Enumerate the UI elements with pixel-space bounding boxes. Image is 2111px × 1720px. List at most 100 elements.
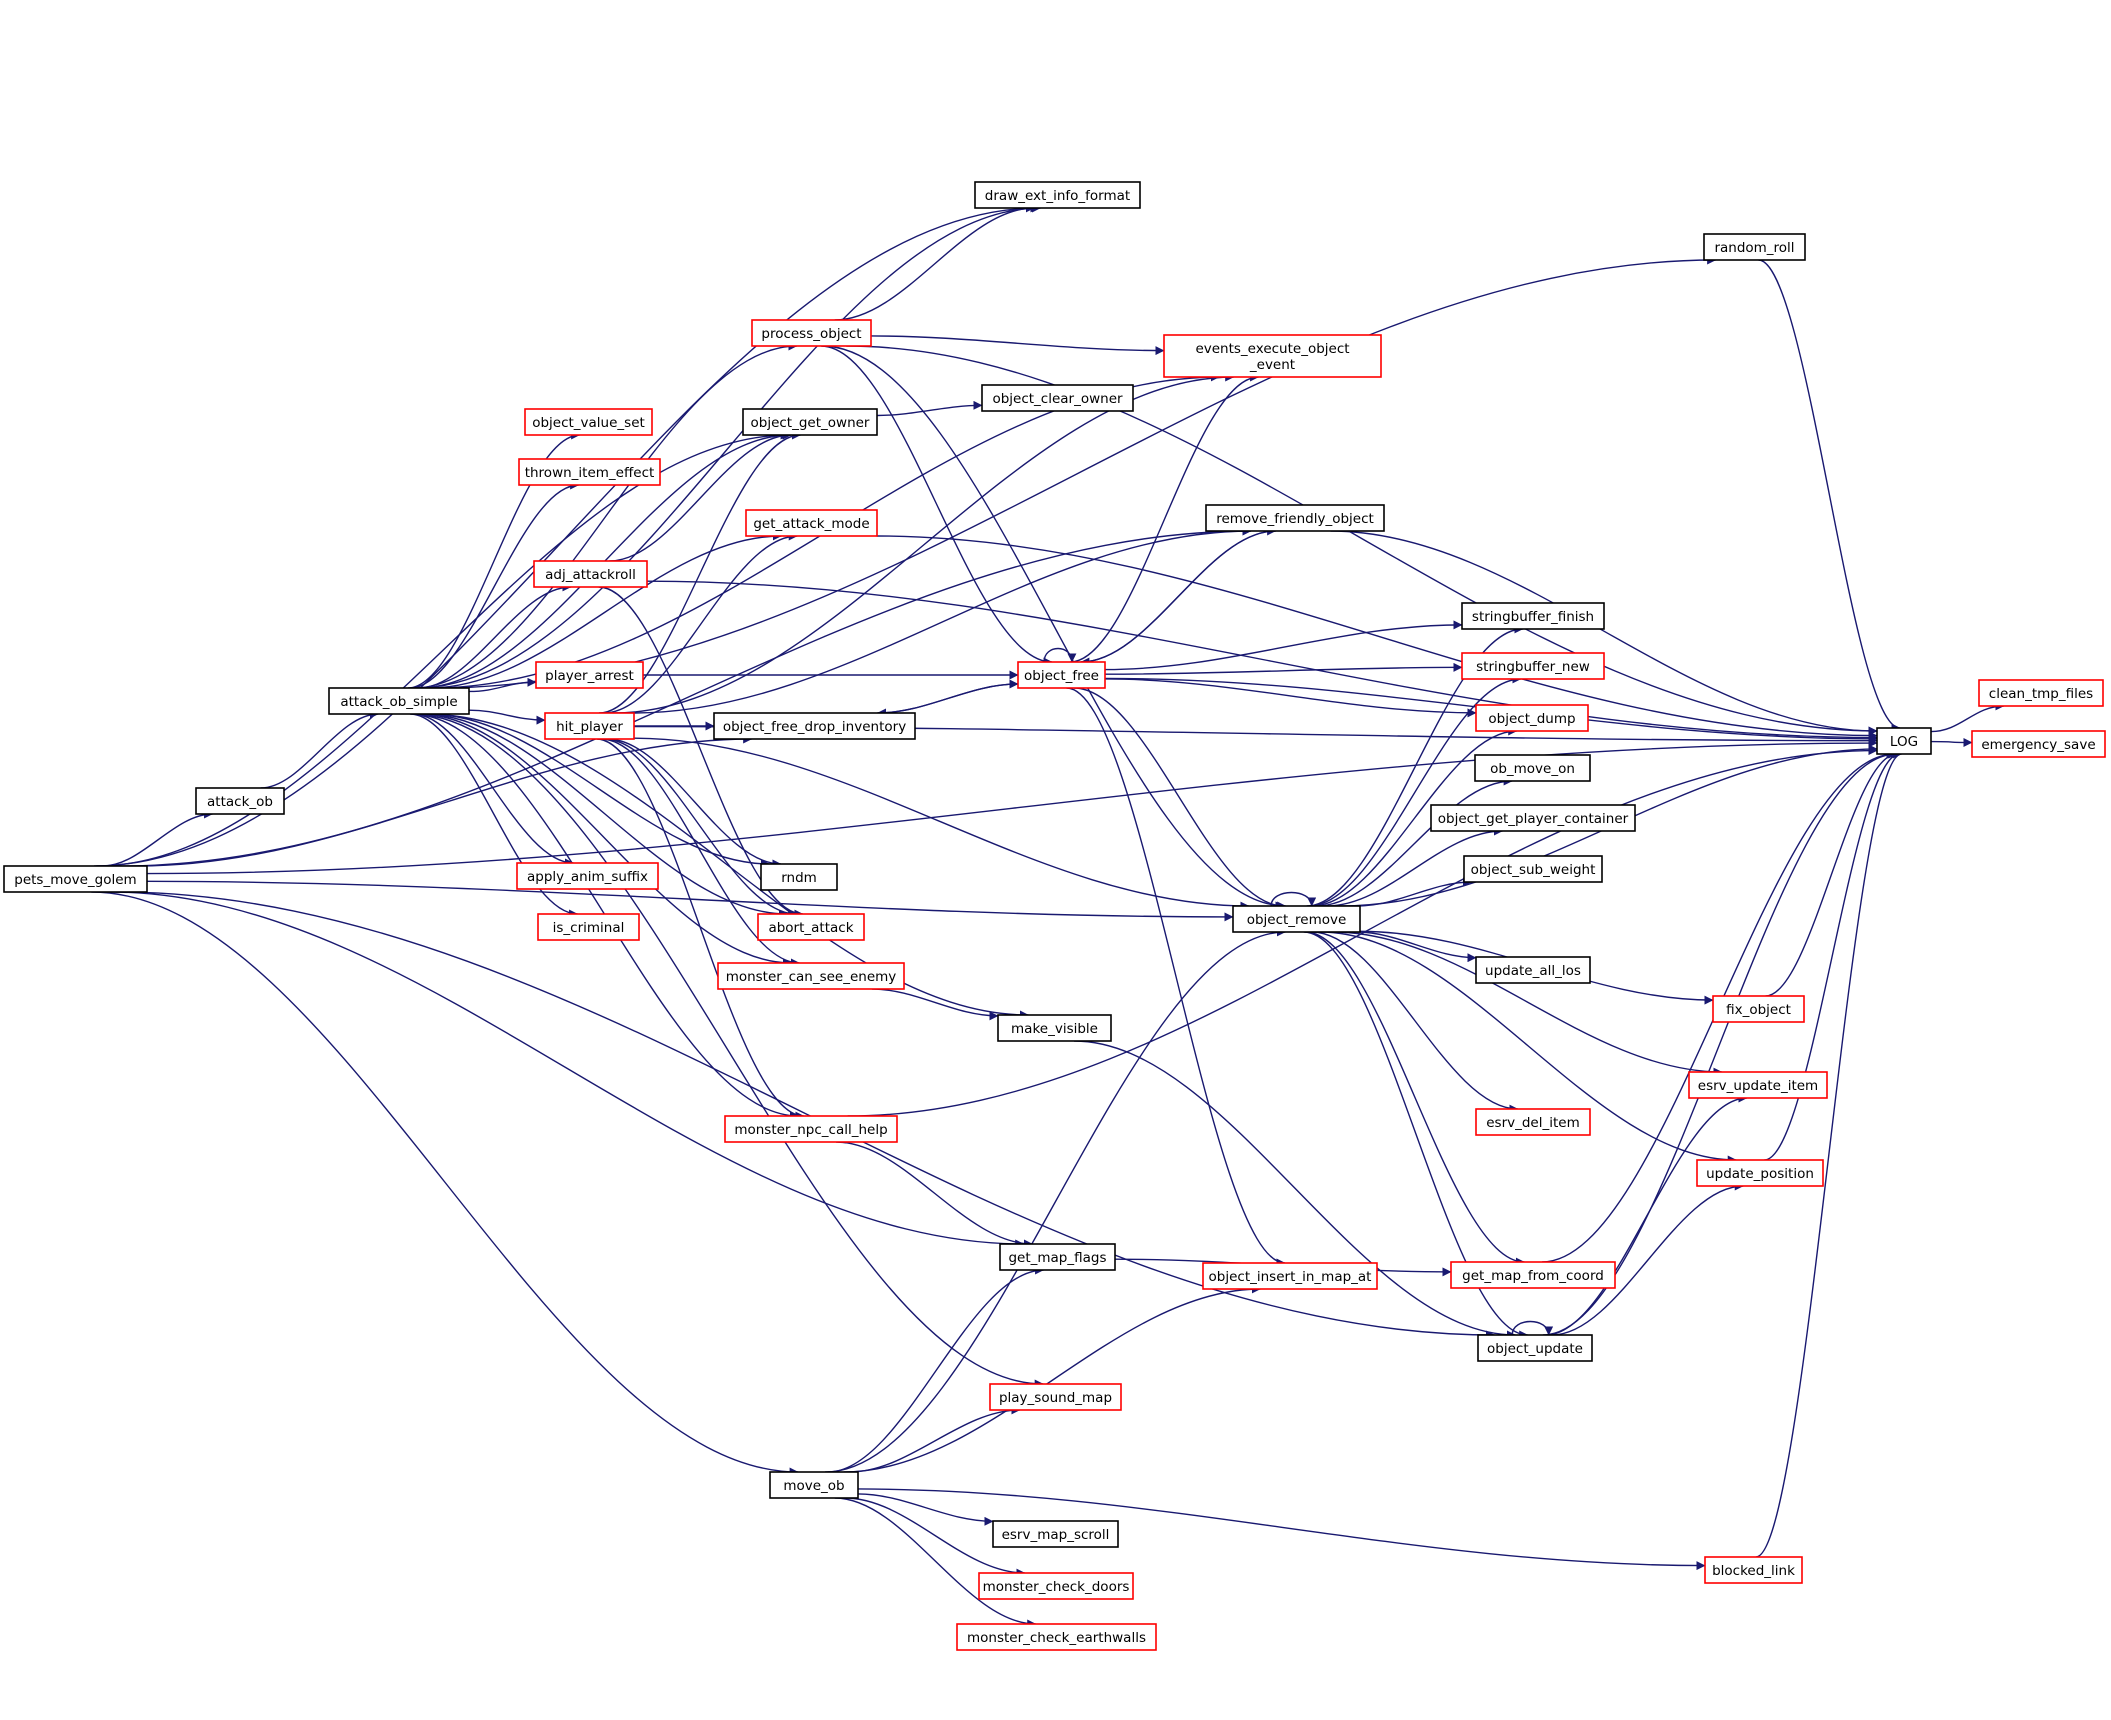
edge-attack_ob_simple-to-abort_attack bbox=[422, 713, 788, 919]
node-box bbox=[3, 865, 148, 893]
node-esrv_update_item[interactable]: esrv_update_item bbox=[1688, 1071, 1828, 1099]
node-random_roll[interactable]: random_roll bbox=[1703, 233, 1806, 261]
edge-pets_move_golem-to-attack_ob bbox=[102, 809, 214, 867]
node-label: player_arrest bbox=[545, 668, 634, 684]
edge-pets_move_golem-to-remove_friendly_object bbox=[119, 526, 1252, 867]
edge-attack_ob_simple-to-player_arrest bbox=[468, 677, 537, 693]
node-object_sub_weight[interactable]: object_sub_weight bbox=[1463, 855, 1603, 883]
node-box bbox=[544, 712, 635, 740]
node-LOG[interactable]: LOG bbox=[1876, 727, 1932, 755]
node-box bbox=[713, 712, 916, 740]
node-box bbox=[742, 408, 878, 436]
node-object_free[interactable]: object_free bbox=[1017, 661, 1106, 689]
node-abort_attack[interactable]: abort_attack bbox=[757, 913, 865, 941]
node-object_free_drop_inventory[interactable]: object_free_drop_inventory bbox=[713, 712, 916, 740]
node-play_sound_map[interactable]: play_sound_map bbox=[989, 1383, 1122, 1411]
node-monster_npc_call_help[interactable]: monster_npc_call_help bbox=[724, 1115, 898, 1143]
node-object_insert_in_map_at[interactable]: object_insert_in_map_at bbox=[1202, 1262, 1378, 1290]
node-box bbox=[1712, 995, 1805, 1023]
node-adj_attackroll[interactable]: adj_attackroll bbox=[533, 560, 648, 588]
node-label: thrown_item_effect bbox=[525, 465, 655, 481]
node-label: object_get_owner bbox=[751, 415, 870, 431]
node-esrv_map_scroll[interactable]: esrv_map_scroll bbox=[992, 1520, 1119, 1548]
node-attack_ob_simple[interactable]: attack_ob_simple bbox=[328, 687, 470, 715]
node-box bbox=[745, 509, 878, 537]
node-object_get_owner[interactable]: object_get_owner bbox=[742, 408, 878, 436]
edge-fix_object-to-LOG bbox=[1765, 749, 1898, 997]
edge-object_free-to-object_remove bbox=[1074, 687, 1285, 911]
node-box bbox=[1477, 1334, 1593, 1362]
node-player_arrest[interactable]: player_arrest bbox=[535, 661, 644, 689]
edge-attack_ob_simple-to-draw_ext_info_format bbox=[415, 203, 1042, 689]
node-monster_can_see_enemy[interactable]: monster_can_see_enemy bbox=[717, 962, 905, 990]
edge-object_free-to-stringbuffer_new bbox=[1104, 662, 1463, 675]
node-box bbox=[1163, 334, 1382, 378]
node-emergency_save[interactable]: emergency_save bbox=[1971, 730, 2106, 758]
node-make_visible[interactable]: make_visible bbox=[997, 1014, 1112, 1042]
node-label: adj_attackroll bbox=[545, 567, 636, 583]
node-stringbuffer_new[interactable]: stringbuffer_new bbox=[1461, 652, 1605, 680]
node-pets_move_golem[interactable]: pets_move_golem bbox=[3, 865, 148, 893]
node-box bbox=[195, 787, 285, 815]
node-is_criminal[interactable]: is_criminal bbox=[537, 913, 640, 941]
node-get_attack_mode[interactable]: get_attack_mode bbox=[745, 509, 878, 537]
node-fix_object[interactable]: fix_object bbox=[1712, 995, 1805, 1023]
node-box bbox=[328, 687, 470, 715]
node-label: hit_player bbox=[556, 719, 623, 735]
node-label: object_value_set bbox=[532, 415, 645, 431]
node-label: remove_friendly_object bbox=[1216, 511, 1374, 527]
node-esrv_del_item[interactable]: esrv_del_item bbox=[1475, 1108, 1591, 1136]
node-get_map_flags[interactable]: get_map_flags bbox=[999, 1243, 1116, 1271]
edge-pets_move_golem-to-get_map_flags bbox=[109, 891, 1025, 1249]
node-label: process_object bbox=[761, 326, 861, 342]
node-ob_move_on[interactable]: ob_move_on bbox=[1474, 754, 1591, 782]
node-attack_ob[interactable]: attack_ob bbox=[195, 787, 285, 815]
node-blocked_link[interactable]: blocked_link bbox=[1704, 1556, 1803, 1584]
node-label: monster_npc_call_help bbox=[734, 1122, 887, 1138]
node-object_update[interactable]: object_update bbox=[1477, 1334, 1593, 1362]
edge-process_object-to-LOG bbox=[846, 345, 1878, 736]
node-label: update_all_los bbox=[1485, 963, 1581, 979]
node-box bbox=[533, 560, 648, 588]
node-box bbox=[518, 458, 661, 486]
node-box bbox=[974, 181, 1141, 209]
edge-object_remove-to-object_dump bbox=[1311, 726, 1518, 907]
node-events_execute_object_event[interactable]: events_execute_object_event bbox=[1163, 334, 1382, 378]
node-label: object_update bbox=[1487, 1341, 1583, 1357]
node-monster_check_doors[interactable]: monster_check_doors bbox=[978, 1572, 1134, 1600]
node-box bbox=[1876, 727, 1932, 755]
node-box bbox=[717, 962, 905, 990]
edge-object_update-to-update_position bbox=[1551, 1181, 1744, 1336]
node-move_ob[interactable]: move_ob bbox=[769, 1471, 859, 1499]
node-label: LOG bbox=[1890, 734, 1918, 750]
node-draw_ext_info_format[interactable]: draw_ext_info_format bbox=[974, 181, 1141, 209]
node-process_object[interactable]: process_object bbox=[751, 319, 872, 347]
node-label: get_map_flags bbox=[1008, 1250, 1106, 1266]
node-label: ob_move_on bbox=[1490, 761, 1575, 777]
node-update_all_los[interactable]: update_all_los bbox=[1475, 956, 1591, 984]
node-object_get_player_container[interactable]: object_get_player_container bbox=[1430, 804, 1636, 832]
node-get_map_from_coord[interactable]: get_map_from_coord bbox=[1450, 1261, 1616, 1289]
node-object_value_set[interactable]: object_value_set bbox=[524, 408, 653, 436]
node-rndm[interactable]: rndm bbox=[760, 863, 838, 891]
node-clean_tmp_files[interactable]: clean_tmp_files bbox=[1978, 679, 2104, 707]
node-hit_player[interactable]: hit_player bbox=[544, 712, 635, 740]
node-object_clear_owner[interactable]: object_clear_owner bbox=[981, 384, 1134, 412]
edge-object_free-to-object_dump bbox=[1104, 678, 1477, 718]
edge-pets_move_golem-to-move_ob bbox=[91, 891, 799, 1477]
edge-pets_move_golem-to-object_update bbox=[115, 891, 1495, 1340]
node-apply_anim_suffix[interactable]: apply_anim_suffix bbox=[516, 862, 659, 890]
node-label: get_map_from_coord bbox=[1462, 1268, 1604, 1284]
edge-attack_ob_simple-to-play_sound_map bbox=[411, 713, 1044, 1389]
node-thrown_item_effect[interactable]: thrown_item_effect bbox=[518, 458, 661, 486]
node-label: monster_check_earthwalls bbox=[967, 1630, 1146, 1646]
node-object_remove[interactable]: object_remove bbox=[1232, 905, 1361, 933]
edge-attack_ob_simple-to-apply_anim_suffix bbox=[413, 713, 574, 868]
edge-hit_player-to-object_get_owner bbox=[598, 430, 802, 714]
node-monster_check_earthwalls[interactable]: monster_check_earthwalls bbox=[956, 1623, 1157, 1651]
node-object_dump[interactable]: object_dump bbox=[1475, 704, 1589, 732]
node-remove_friendly_object[interactable]: remove_friendly_object bbox=[1205, 504, 1385, 532]
node-update_position[interactable]: update_position bbox=[1696, 1159, 1824, 1187]
node-box bbox=[999, 1243, 1116, 1271]
node-stringbuffer_finish[interactable]: stringbuffer_finish bbox=[1461, 602, 1605, 630]
